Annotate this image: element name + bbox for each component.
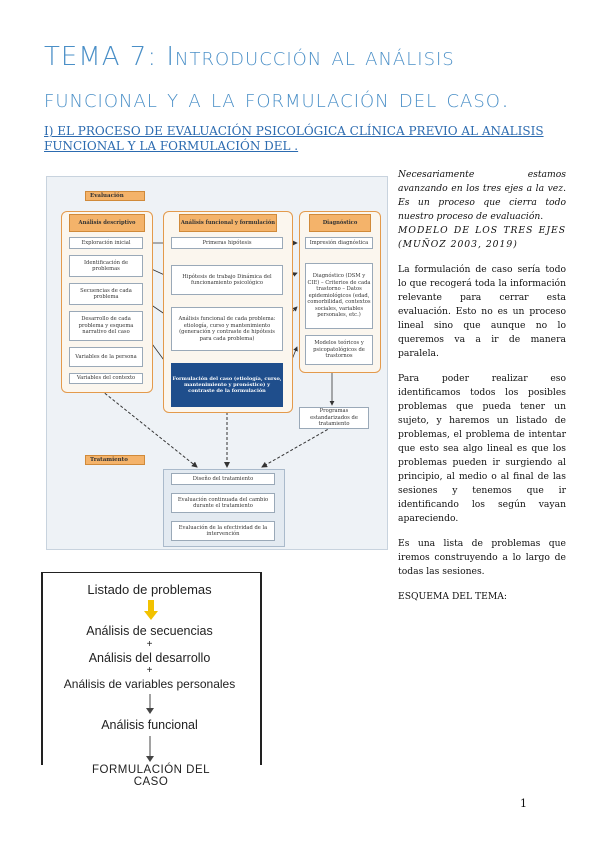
diagram-box: Modelos teóricos y psicopatológicos de t… (305, 335, 373, 365)
case-formulation-box: Formulación del caso (etiología, curso, … (171, 363, 283, 407)
diagram-box: Hipótesis de trabajo Dinámica del funcio… (171, 265, 283, 295)
diagram-box: Diseño del tratamiento (171, 473, 275, 485)
diagram-box: Análisis funcional de cada problema: eti… (171, 307, 283, 351)
scheme-item: Análisis funcional (101, 718, 198, 732)
scheme-conclusion: FORMULACIÓN DEL CASO (91, 764, 211, 788)
paragraph: Para poder realizar eso identificamos to… (398, 373, 566, 524)
treatment-tab: Tratamiento (85, 455, 145, 465)
diagram-box: Evaluación de la efectividad de la inter… (171, 521, 275, 541)
section-heading: I) EL PROCESO DE EVALUACIÓN PSICOLÓGICA … (44, 124, 544, 153)
evaluation-tab: Evaluación (85, 191, 145, 201)
diagram-box: Evaluación continuada del cambio durante… (171, 493, 275, 513)
down-arrow-icon (146, 736, 154, 762)
page-number: 1 (520, 797, 527, 810)
diagram-box: Primeras hipótesis (171, 237, 283, 249)
intro-paragraph: Necesariamente estamos avanzando en los … (398, 169, 566, 222)
three-axes-diagram: Evaluación Análisis descriptivo Explorac… (46, 176, 388, 550)
down-arrow-icon (144, 600, 158, 620)
paragraph: La formulación de caso sería todo lo que… (398, 264, 566, 359)
model-reference: MODELO DE LOS TRES EJES (MUÑOZ 2003, 201… (398, 225, 566, 250)
functional-column-head: Análisis funcional y formulación (179, 214, 277, 232)
programs-box: Programas estandarizados de tratamiento (299, 407, 369, 429)
diagram-box: Variables de la persona (69, 347, 143, 367)
diagram-box: Impresión diagnóstica (305, 237, 373, 249)
page-title: TEMA 7: Introducción al análisis funcion… (44, 42, 511, 114)
descriptive-column-head: Análisis descriptivo (69, 214, 145, 232)
explanation-text: Necesariamente estamos avanzando en los … (398, 168, 566, 615)
scheme-item: Análisis de secuencias (86, 624, 213, 638)
scheme-plus: + (146, 665, 153, 676)
diagram-box: Desarrollo de cada problema y esquema na… (69, 311, 143, 341)
scheme-item: Análisis de variables personales (63, 677, 236, 691)
diagram-box: Diagnóstico (DSM y CIE) – Criterios de c… (305, 263, 373, 329)
diagram-box: Identificación de problemas (69, 255, 143, 277)
scheme-item: Listado de problemas (87, 582, 212, 597)
scheme-heading: ESQUEMA DEL TEMA: (398, 591, 508, 602)
down-arrow-icon (146, 694, 154, 714)
scheme-frame (41, 572, 262, 765)
scheme-item: Análisis del desarrollo (88, 651, 211, 665)
diagnosis-column-head: Diagnóstico (309, 214, 371, 232)
paragraph: Es una lista de problemas que iremos con… (398, 538, 566, 577)
diagram-box: Secuencias de cada problema (69, 283, 143, 305)
scheme-plus: + (146, 639, 153, 650)
diagram-box: Exploración inicial (69, 237, 143, 249)
diagram-box: Variables del contexto (69, 373, 143, 384)
